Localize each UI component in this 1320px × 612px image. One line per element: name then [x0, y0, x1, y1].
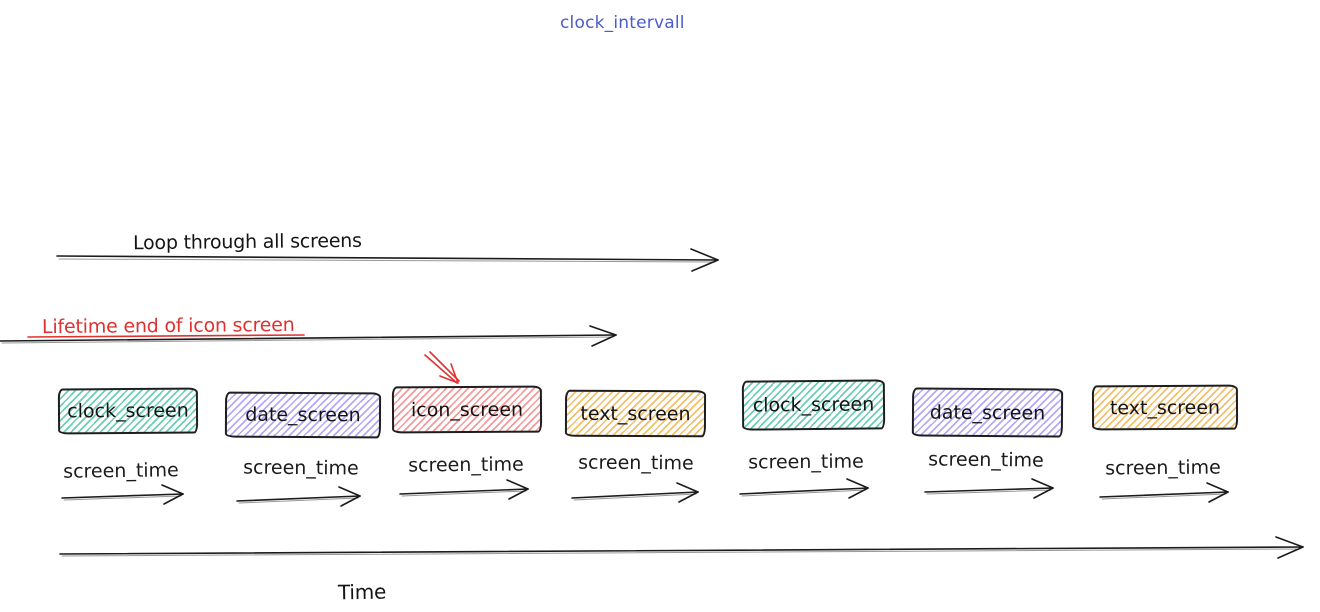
loop-arrow [56, 248, 719, 272]
screen-time-arrow-3 [399, 479, 529, 500]
screen-time-label-1: screen_time [63, 459, 179, 483]
lifetime-arrow-label: Lifetime end of icon screen [41, 313, 295, 339]
screen-time-label-6: screen_time [928, 448, 1044, 472]
screen-time-label-3: screen_time [408, 453, 524, 477]
screen-time-arrow-7 [1099, 482, 1229, 503]
screen-box-label: text_screen [1109, 396, 1221, 419]
screen-box-label: icon_screen [410, 398, 524, 421]
screen-time-arrow-1 [61, 484, 184, 505]
screen-time-arrow-2 [236, 486, 361, 507]
screen-box-icon-screen: icon_screen [391, 385, 543, 434]
screen-box-text-screen-2: text_screen [1091, 384, 1239, 431]
lifetime-underline [27, 334, 305, 338]
lifetime-arrow [0, 325, 617, 347]
time-axis-arrow [59, 536, 1304, 559]
screen-box-label: date_screen [929, 401, 1046, 424]
screen-time-label-2: screen_time [243, 456, 359, 480]
loop-arrow-label: Loop through all screens [132, 229, 362, 255]
screen-time-arrow-4 [571, 482, 699, 503]
screen-box-text-screen-1: text_screen [564, 389, 707, 438]
screen-box-label: date_screen [245, 403, 361, 427]
screen-time-label-4: screen_time [578, 451, 694, 475]
screen-box-date-screen-1: date_screen [224, 391, 382, 439]
time-axis-label: Time [337, 579, 387, 605]
screen-box-date-screen-2: date_screen [911, 387, 1064, 438]
screen-box-clock-screen-1: clock_screen [57, 387, 199, 435]
screen-box-label: text_screen [580, 402, 691, 425]
screen-time-arrow-6 [924, 478, 1054, 499]
screen-time-label-5: screen_time [748, 450, 864, 474]
icon-screen-pointer-arrow [424, 351, 460, 384]
diagram-title: clock_intervall [560, 13, 685, 33]
screen-box-clock-screen-2: clock_screen [741, 379, 886, 431]
screen-box-label: clock_screen [752, 393, 875, 417]
screen-time-arrow-5 [739, 478, 869, 499]
screen-time-label-7: screen_time [1105, 456, 1221, 480]
screen-box-label: clock_screen [67, 399, 189, 423]
